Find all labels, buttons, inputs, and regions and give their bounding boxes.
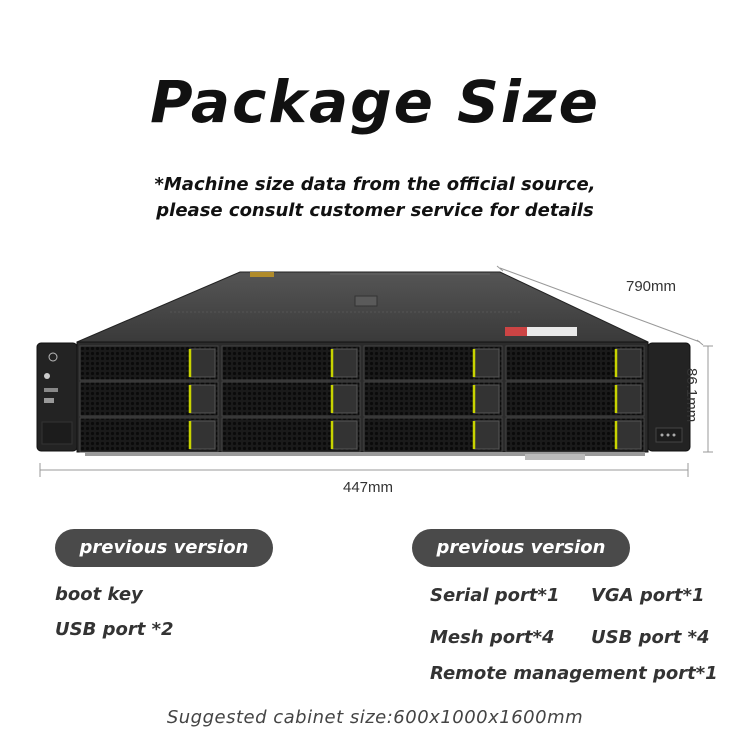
left-version-badge: previous version [55,529,273,567]
subtitle: *Machine size data from the official sou… [0,172,750,224]
cabinet-size-note: Suggested cabinet size:600x1000x1600mm [166,707,584,728]
server-right-ear [647,342,691,452]
depth-dimension-label: 790mm [626,278,677,295]
feature-boot-key: boot key [55,584,143,605]
width-dimension-label: 447mm [343,479,394,496]
dimension-lines [39,265,713,477]
feature-usb-port-left: USB port *2 [55,619,174,640]
right-version-badge: previous version [412,529,630,567]
feature-vga-port: VGA port*1 [591,585,705,606]
feature-mesh-port: Mesh port*4 [430,627,555,648]
drive-bays [79,345,645,453]
subtitle-line-2: please consult customer service for deta… [156,200,594,221]
page-title: Package Size [150,68,600,136]
feature-serial-port: Serial port*1 [430,585,560,606]
height-dimension-label: 86.1mm [683,368,700,423]
subtitle-line-1: *Machine size data from the official sou… [154,174,596,195]
server-illustration [36,265,713,477]
feature-usb-port-right: USB port *4 [591,627,710,648]
feature-remote-management-port: Remote management port*1 [430,663,718,684]
